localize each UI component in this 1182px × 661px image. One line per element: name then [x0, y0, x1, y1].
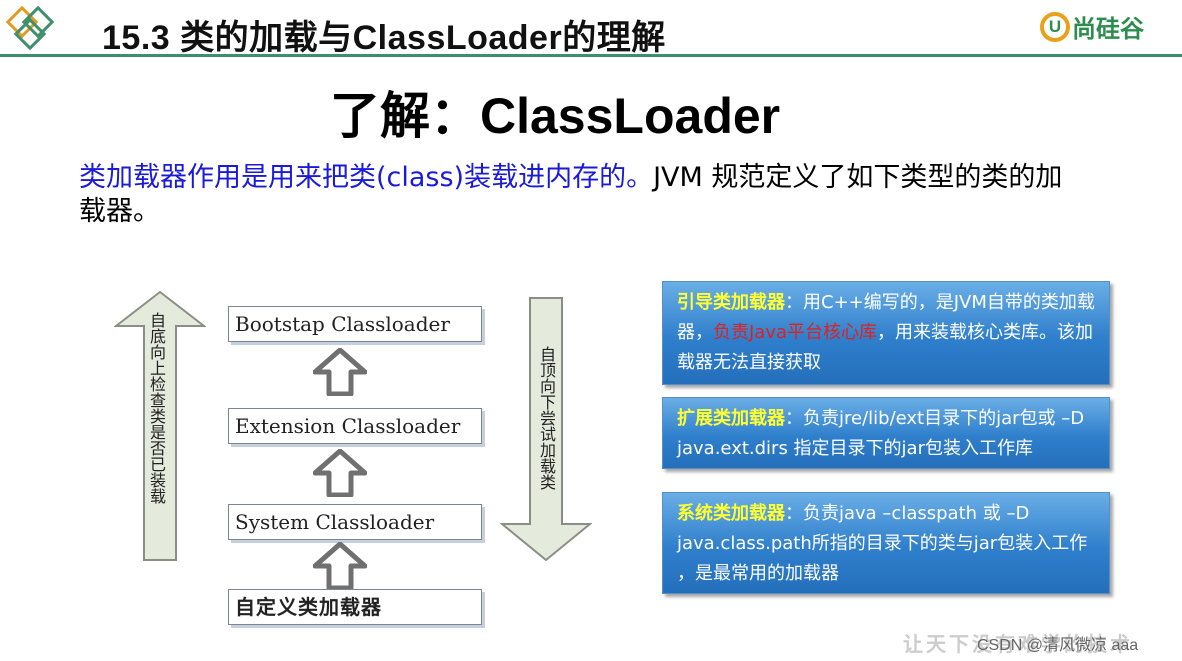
main-title: 了解：ClassLoader	[330, 76, 780, 148]
main-title-prefix: 了解：	[330, 87, 480, 145]
card-text: ：负责jre/lib/ext目录下的jar包或 –D java.ext.dirs…	[677, 408, 1085, 459]
bottom-up-arrow-icon	[114, 290, 206, 561]
bootstrap-loader-card: 引导类加载器：用C++编写的，是JVM自带的类加载器，负责Java平台核心库，用…	[662, 281, 1110, 385]
custom-classloader-box: 自定义类加载器	[228, 589, 482, 625]
extension-classloader-box: Extension Classloader	[228, 408, 482, 444]
brand-logo: U 尚硅谷	[1040, 9, 1144, 44]
slide-title: 15.3 类的加载与ClassLoader的理解	[102, 19, 666, 57]
card-title: 系统类加载器	[677, 503, 785, 524]
up-arrow-icon	[313, 449, 367, 497]
bootstrap-classloader-box: Bootstap Classloader	[228, 306, 482, 342]
extension-loader-card: 扩展类加载器：负责jre/lib/ext目录下的jar包或 –D java.ex…	[662, 397, 1110, 469]
diamond-logo-icon	[5, 6, 55, 51]
card-text: ：负责java –classpath 或 –D java.class.path所…	[677, 503, 1088, 584]
header-divider	[0, 54, 1182, 57]
card-title: 扩展类加载器	[677, 408, 785, 429]
top-down-arrow-icon	[500, 297, 592, 562]
csdn-credit: CSDN @清风微凉 aaa	[977, 637, 1139, 654]
intro-blue-text: 类加载器作用是用来把类(class)装载进内存的。	[79, 162, 654, 193]
up-arrow-icon	[313, 348, 367, 396]
brand-name: 尚硅谷	[1072, 15, 1144, 43]
system-classloader-box: System Classloader	[228, 504, 482, 540]
system-loader-card: 系统类加载器：负责java –classpath 或 –D java.class…	[662, 492, 1110, 594]
card-highlight-text: 负责Java平台核心库	[713, 322, 878, 343]
bottom-up-arrow-label: 自底向上检查类是否已装载	[147, 312, 166, 504]
intro-text: 类加载器作用是用来把类(class)装载进内存的。JVM 规范定义了如下类型的类…	[79, 161, 1089, 229]
main-title-en: ClassLoader	[480, 88, 781, 144]
card-text: ，用来装载核心类库。该加载器无法直接获取	[677, 322, 1094, 373]
card-text: ：用C++编写的，是JVM自带的类加载器，	[677, 292, 1095, 343]
up-arrow-icon	[313, 542, 367, 590]
top-down-arrow-label: 自顶向下尝试加载类	[537, 346, 556, 490]
intro-black-text: JVM 规范定义了如下类型的类的加载器。	[79, 162, 1063, 227]
watermark: 让天下没有难学的技术	[903, 632, 1133, 656]
brand-mark-icon: U	[1040, 11, 1070, 42]
card-title: 引导类加载器	[677, 292, 785, 313]
